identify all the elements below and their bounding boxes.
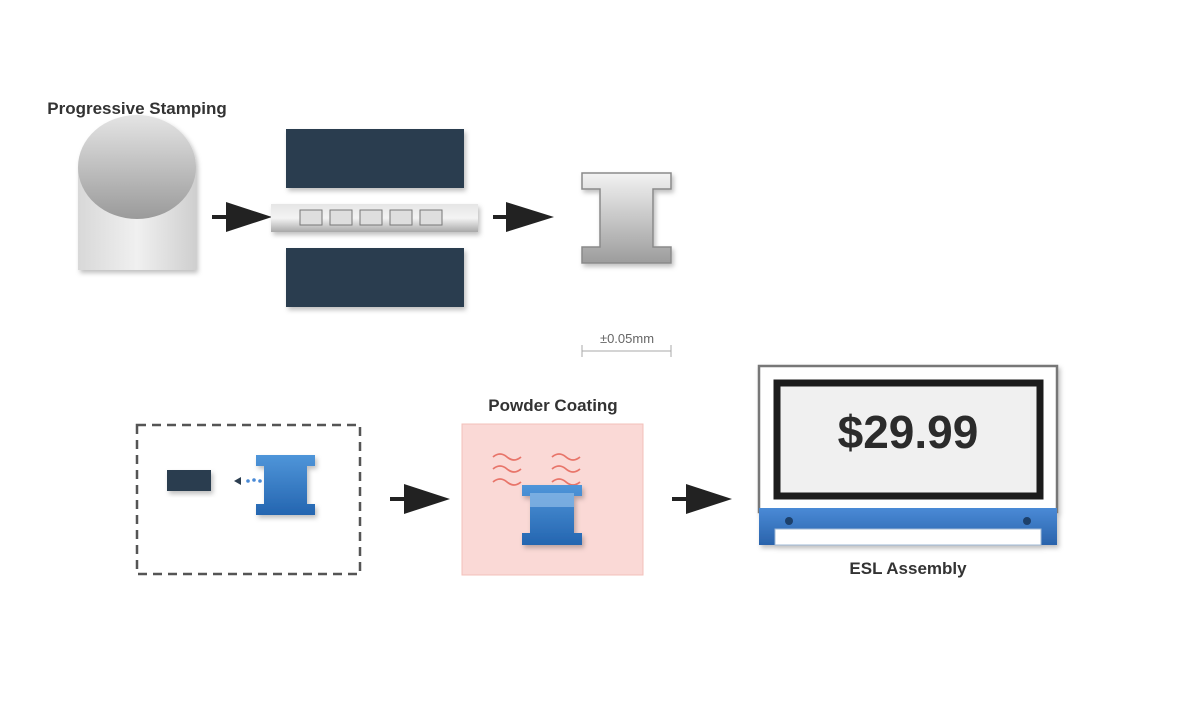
strip-stations (299, 209, 443, 226)
assembly-title: ESL Assembly (849, 559, 967, 578)
flow-arrow (212, 202, 272, 232)
insert-block (167, 470, 211, 491)
heat-waves-icon (492, 453, 581, 486)
insertion-arrow (234, 477, 262, 485)
esl-device (757, 364, 1059, 546)
esl-screw-left (785, 517, 793, 525)
tolerance-dimension (581, 345, 672, 357)
esl-screw-right (1023, 517, 1031, 525)
coated-part (256, 455, 315, 515)
esl-screen (773, 379, 1044, 500)
esl-price: $29.99 (838, 406, 979, 458)
flow-arrow (493, 202, 554, 232)
lower-die-block (286, 248, 464, 307)
upper-die-block (286, 129, 464, 188)
stamping-title: Progressive Stamping (47, 99, 227, 118)
insertion-box (135, 423, 362, 576)
part-in-coating (522, 485, 582, 545)
esl-rail-slot (774, 528, 1042, 546)
stamped-part (581, 172, 672, 264)
flow-arrow (390, 484, 450, 514)
coating-title: Powder Coating (488, 396, 617, 415)
flow-arrow (672, 484, 732, 514)
progressive-die (271, 129, 478, 307)
steel-coil (78, 115, 196, 270)
tolerance-label: ±0.05mm (600, 331, 654, 346)
